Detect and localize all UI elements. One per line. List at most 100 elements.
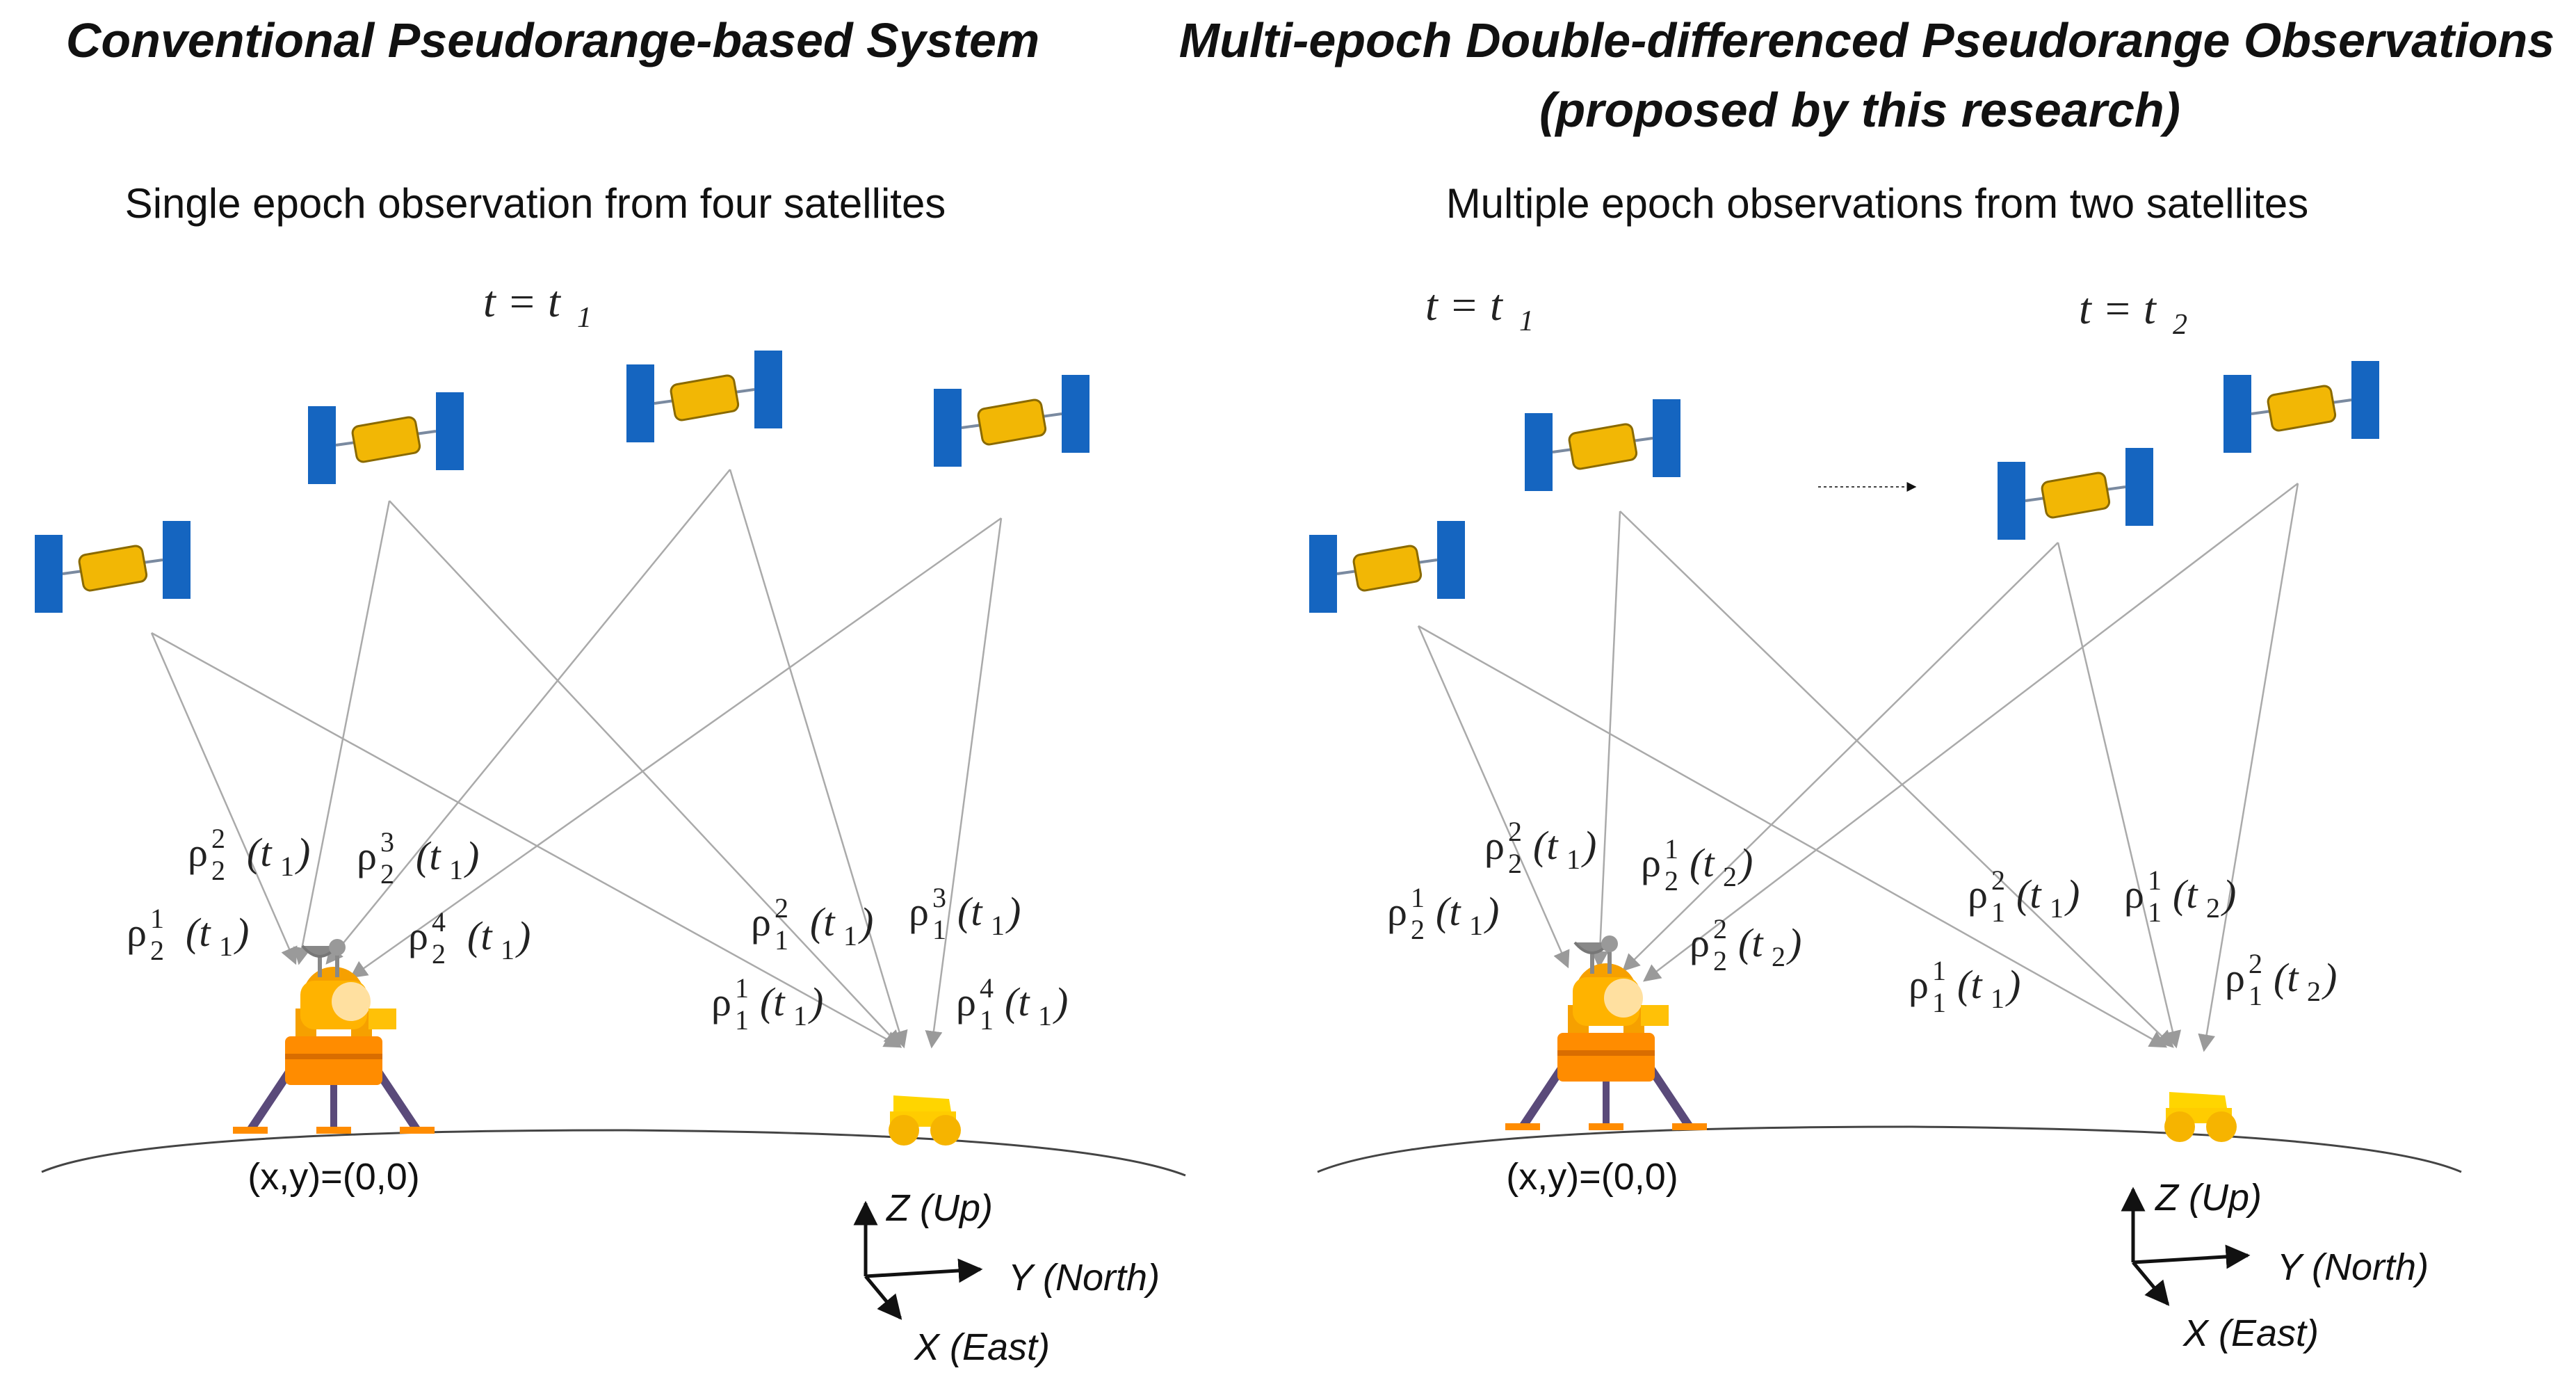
left-axis-z-label: Z (Up) bbox=[885, 1187, 993, 1229]
svg-text:1: 1 bbox=[1932, 987, 1946, 1018]
svg-text:(t: (t bbox=[1738, 920, 1764, 965]
svg-text:): ) bbox=[858, 899, 873, 945]
lunar-lander-icon bbox=[233, 939, 435, 1134]
right-axis-y-label: Y (North) bbox=[2277, 1246, 2429, 1288]
svg-text:1: 1 bbox=[735, 1004, 749, 1036]
svg-text:2: 2 bbox=[1508, 816, 1522, 847]
svg-text:ρ: ρ bbox=[408, 913, 428, 958]
svg-text:(t: (t bbox=[2173, 871, 2198, 917]
svg-text:1: 1 bbox=[577, 302, 592, 334]
left-title: Conventional Pseudorange-based System bbox=[66, 13, 1039, 67]
svg-text:1: 1 bbox=[1519, 305, 1534, 337]
svg-text:): ) bbox=[2221, 871, 2236, 917]
svg-text:2: 2 bbox=[380, 858, 394, 890]
svg-text:(t: (t bbox=[1436, 889, 1461, 934]
svg-text:2: 2 bbox=[211, 823, 225, 854]
svg-text:ρ: ρ bbox=[2124, 871, 2144, 917]
svg-text:ρ: ρ bbox=[188, 830, 208, 875]
svg-text:2: 2 bbox=[1664, 865, 1678, 897]
svg-text:1: 1 bbox=[2249, 980, 2262, 1011]
svg-text:1: 1 bbox=[775, 924, 788, 956]
svg-text:ρ: ρ bbox=[1690, 920, 1710, 965]
svg-text:2: 2 bbox=[775, 892, 788, 924]
satellite-a-t2-icon bbox=[1996, 447, 2155, 541]
satellite-1-icon bbox=[33, 520, 192, 614]
svg-text:1: 1 bbox=[932, 914, 946, 945]
svg-text:1: 1 bbox=[1411, 882, 1425, 913]
svg-text:1: 1 bbox=[1991, 897, 2005, 928]
satellite-b-t2-icon bbox=[2222, 360, 2381, 454]
svg-text:2: 2 bbox=[432, 938, 446, 970]
right-title-line1: Multi-epoch Double-differenced Pseudoran… bbox=[1179, 13, 2554, 67]
svg-text:ρ: ρ bbox=[127, 910, 147, 955]
svg-text:): ) bbox=[295, 830, 310, 875]
svg-text:ρ: ρ bbox=[711, 979, 731, 1025]
svg-text:1: 1 bbox=[2148, 897, 2162, 928]
svg-text:): ) bbox=[1053, 979, 1068, 1025]
svg-text:2: 2 bbox=[1508, 848, 1522, 879]
svg-text:2: 2 bbox=[1772, 941, 1785, 972]
satellite-b-t1-icon bbox=[1523, 398, 1682, 492]
svg-text:): ) bbox=[1786, 920, 1801, 965]
svg-text:2: 2 bbox=[1713, 945, 1727, 977]
right-ground-surface bbox=[1317, 1125, 2462, 1173]
svg-text:1: 1 bbox=[1469, 910, 1483, 941]
svg-text:(t: (t bbox=[1957, 962, 1983, 1007]
svg-text:): ) bbox=[515, 913, 530, 958]
svg-text:1: 1 bbox=[2148, 865, 2162, 896]
satellite-3-icon bbox=[625, 349, 784, 444]
svg-text:4: 4 bbox=[980, 972, 994, 1004]
left-axis-x-label: X (East) bbox=[913, 1326, 1050, 1368]
left-subtitle: Single epoch observation from four satel… bbox=[125, 180, 946, 227]
svg-text:(t: (t bbox=[760, 979, 786, 1025]
svg-text:2: 2 bbox=[150, 935, 164, 966]
svg-text:1: 1 bbox=[991, 910, 1005, 941]
svg-text:(t: (t bbox=[1005, 979, 1030, 1025]
svg-text:): ) bbox=[2005, 962, 2020, 1007]
svg-text:2: 2 bbox=[2206, 892, 2220, 924]
svg-text:(t: (t bbox=[1533, 823, 1559, 868]
svg-text:(t: (t bbox=[247, 830, 273, 875]
svg-text:1: 1 bbox=[219, 931, 233, 962]
svg-text:1: 1 bbox=[2050, 892, 2064, 924]
svg-text:3: 3 bbox=[380, 826, 394, 858]
svg-text:): ) bbox=[2322, 955, 2337, 1000]
svg-text:2: 2 bbox=[2307, 976, 2321, 1007]
svg-text:(t: (t bbox=[2274, 955, 2299, 1000]
svg-text:t = t: t = t bbox=[483, 277, 562, 326]
left-signal-lines bbox=[150, 469, 1003, 1049]
svg-text:ρ: ρ bbox=[1909, 962, 1929, 1007]
svg-text:t = t: t = t bbox=[1425, 280, 1504, 330]
right-signal-lines bbox=[1417, 483, 2299, 1052]
svg-text:1: 1 bbox=[501, 934, 515, 965]
svg-text:4: 4 bbox=[432, 906, 446, 938]
svg-text:): ) bbox=[1005, 889, 1021, 934]
svg-text:(t: (t bbox=[810, 899, 836, 945]
svg-text:(t: (t bbox=[186, 910, 211, 955]
svg-text:ρ: ρ bbox=[1968, 871, 1988, 917]
svg-text:(t: (t bbox=[957, 889, 983, 934]
svg-text:): ) bbox=[234, 910, 249, 955]
svg-text:1: 1 bbox=[793, 1000, 807, 1031]
svg-text:): ) bbox=[1737, 840, 1753, 885]
lunar-lander-icon-right bbox=[1505, 935, 1707, 1130]
svg-text:1: 1 bbox=[735, 972, 749, 1004]
svg-text:1: 1 bbox=[843, 920, 857, 951]
svg-text:ρ: ρ bbox=[1387, 889, 1407, 934]
svg-text:ρ: ρ bbox=[1484, 823, 1505, 868]
right-axis-x-label: X (East) bbox=[2182, 1312, 2319, 1354]
